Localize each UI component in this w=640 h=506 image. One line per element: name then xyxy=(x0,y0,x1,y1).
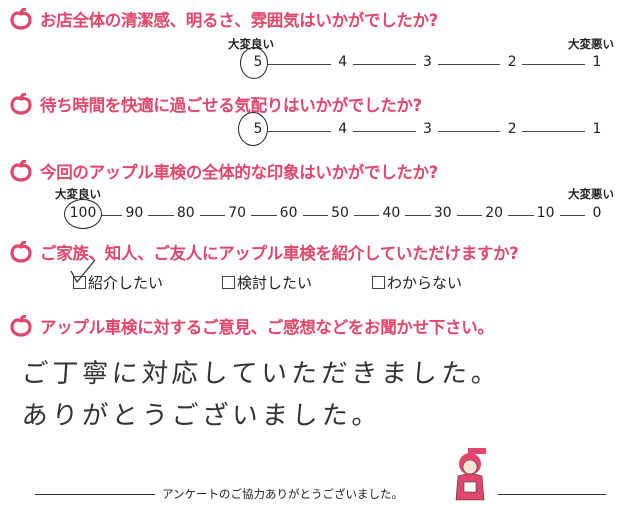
scale-value[interactable]: 1 xyxy=(592,121,602,137)
scale-value[interactable]: 10 xyxy=(536,205,555,221)
scale-connector xyxy=(437,131,501,132)
selection-circle xyxy=(238,112,268,146)
option-introduce[interactable]: 紹介したい xyxy=(73,272,163,293)
apple-icon xyxy=(10,241,32,263)
question-text: 今回のアップル車検の全体的な印象はいかがでしたか? xyxy=(40,163,439,182)
option-label: 検討したい xyxy=(237,274,313,292)
question-3-title: 今回のアップル車検の全体的な印象はいかがでしたか? xyxy=(10,159,438,183)
checkbox[interactable] xyxy=(73,276,86,289)
scale-connector xyxy=(456,215,483,216)
scale-value[interactable]: 20 xyxy=(485,205,504,221)
option-unsure[interactable]: わからない xyxy=(372,272,462,293)
scale-value[interactable]: 3 xyxy=(423,54,432,70)
scale-connector xyxy=(251,215,277,216)
scale-connector xyxy=(199,215,226,216)
scale-value[interactable]: 0 xyxy=(592,205,602,221)
scale-connector xyxy=(522,131,585,132)
scale-connector xyxy=(559,215,585,216)
scale-connector xyxy=(354,215,380,216)
thank-you-text: アンケートのご協力ありがとうございました。 xyxy=(162,487,404,501)
checkbox[interactable] xyxy=(372,276,385,289)
scale-value[interactable]: 50 xyxy=(331,205,349,221)
question-text: 待ち時間を快適に過ごせる気配りはいかがでしたか? xyxy=(40,96,422,115)
scale-connector xyxy=(268,131,331,132)
scale-value[interactable]: 40 xyxy=(382,205,401,221)
scale-value[interactable]: 80 xyxy=(176,205,195,221)
question-2-title: 待ち時間を快適に過ごせる気配りはいかがでしたか? xyxy=(10,92,422,116)
check-mark-icon xyxy=(70,259,96,284)
divider xyxy=(35,494,155,495)
scale-value[interactable]: 4 xyxy=(338,54,348,70)
selection-circle xyxy=(64,199,102,229)
handwritten-answer-line: ありがとうございました。 xyxy=(20,401,383,431)
question-4-title: ご家族、知人、ご友人にアップル車検を紹介していただけますか? xyxy=(10,240,519,264)
question-5-title: アップル車検に対するご意見、ご感想などをお聞かせ下さい。 xyxy=(10,314,494,338)
scale-connector xyxy=(437,64,501,65)
scale-value[interactable]: 1 xyxy=(592,54,602,70)
scale-connector xyxy=(302,215,328,216)
selection-circle xyxy=(240,47,268,79)
scale-connector xyxy=(148,215,174,216)
apple-icon xyxy=(10,8,32,30)
scale-value[interactable]: 60 xyxy=(279,205,298,221)
scale-value[interactable]: 2 xyxy=(507,54,517,70)
scale-value[interactable]: 90 xyxy=(125,205,144,221)
apple-icon xyxy=(10,315,32,337)
question-text: お店全体の清潔感、明るさ、雰囲気はいかがでしたか? xyxy=(40,11,439,30)
mascot-illustration xyxy=(455,448,486,501)
scale-connector xyxy=(101,215,123,216)
scale-connector xyxy=(268,64,331,65)
label-best: 大変良い xyxy=(228,37,274,51)
checkbox[interactable] xyxy=(222,276,235,289)
label-best: 大変良い xyxy=(55,187,101,201)
option-consider[interactable]: 検討したい xyxy=(222,272,312,293)
scale-value[interactable]: 2 xyxy=(507,121,517,137)
scale-connector xyxy=(405,215,431,216)
scale-value[interactable]: 70 xyxy=(228,205,247,221)
scale-connector xyxy=(522,64,585,65)
option-label: 紹介したい xyxy=(88,274,164,292)
scale-value[interactable]: 4 xyxy=(338,121,348,137)
question-text: アップル車検に対するご意見、ご感想などをお聞かせ下さい。 xyxy=(40,318,494,337)
scale-connector xyxy=(352,64,416,65)
divider xyxy=(498,494,606,495)
apple-icon xyxy=(10,93,32,115)
scale-connector xyxy=(508,215,534,216)
label-worst: 大変悪い xyxy=(568,37,614,51)
apple-icon xyxy=(10,160,32,182)
question-text: ご家族、知人、ご友人にアップル車検を紹介していただけますか? xyxy=(40,244,519,263)
label-worst: 大変悪い xyxy=(568,187,614,201)
option-label: わからない xyxy=(387,274,463,292)
question-1-title: お店全体の清潔感、明るさ、雰囲気はいかがでしたか? xyxy=(10,7,438,31)
scale-value[interactable]: 30 xyxy=(433,205,452,221)
scale-connector xyxy=(352,131,416,132)
handwritten-answer-line: ご丁寧に対応していただきました。 xyxy=(20,359,503,389)
scale-value[interactable]: 3 xyxy=(423,121,432,137)
